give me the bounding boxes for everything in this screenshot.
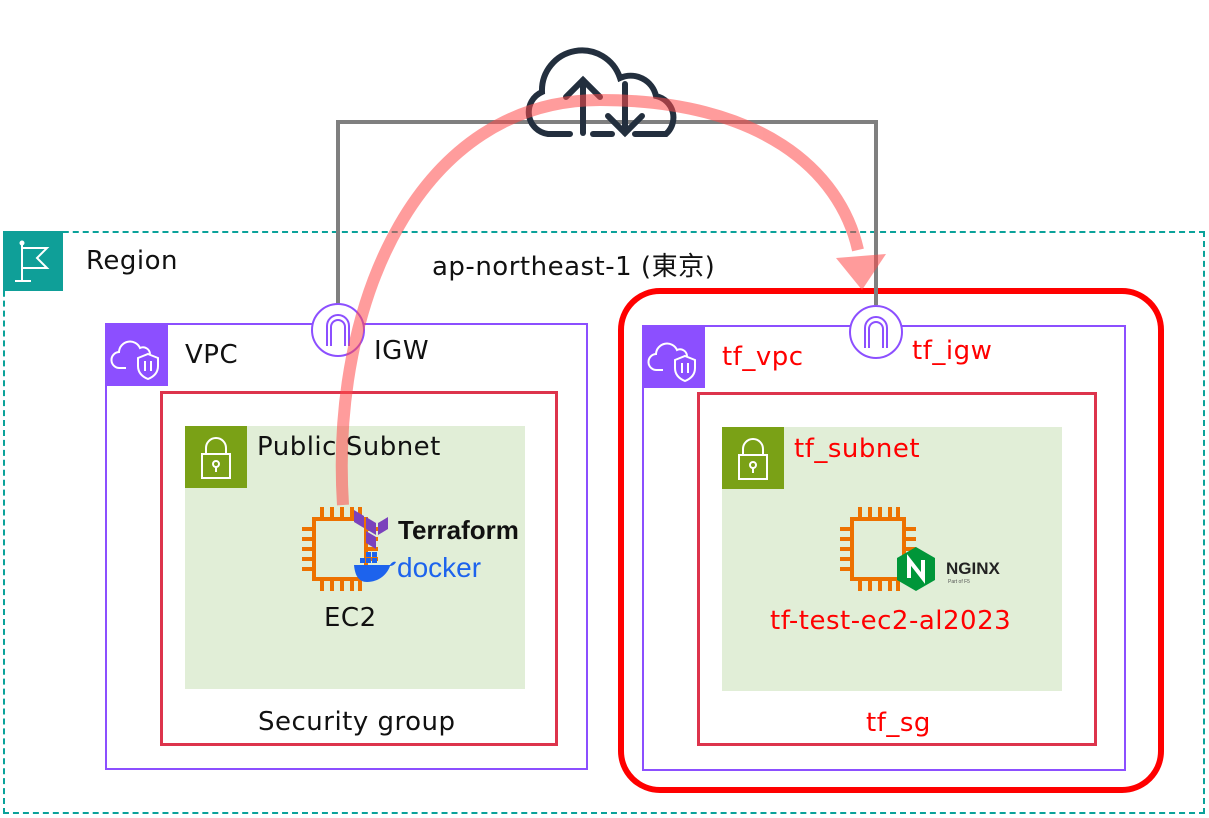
ec2-label: EC2 (324, 603, 377, 633)
subnet-label: Public Subnet (257, 432, 441, 462)
internet-cloud-icon (525, 47, 677, 138)
tf-security-group-container (697, 392, 1097, 746)
tf-subnet-badge (722, 427, 784, 489)
docker-whale-icon (354, 552, 396, 582)
region-label: Region (86, 246, 179, 276)
tf-vpc-label: tf_vpc (722, 342, 804, 372)
lock-icon (201, 437, 231, 479)
vpc-cloud-shield-icon (110, 340, 159, 381)
lock-icon (738, 438, 768, 480)
vpc-badge (106, 324, 168, 386)
nginx-logo-icon (897, 547, 935, 591)
tf-igw-label: tf_igw (912, 336, 993, 366)
tf-subnet-label: tf_subnet (794, 434, 921, 464)
tf-ec2-chip-icon (840, 507, 916, 591)
region-badge (3, 231, 63, 291)
security-group-label: Security group (258, 707, 456, 737)
terraform-logo-icon (354, 510, 388, 549)
subnet-badge (185, 426, 247, 488)
tf-ec2-label: tf-test-ec2-al2023 (770, 606, 1012, 636)
nginx-logo-text: NGINX (946, 559, 1000, 578)
tf-vpc-badge (643, 326, 705, 388)
flag-icon (15, 240, 50, 282)
terraform-highlight-box (618, 288, 1164, 793)
vpc-label: VPC (185, 340, 239, 370)
region-name: ap-northeast-1 (東京) (432, 252, 716, 282)
igw-label: IGW (374, 336, 430, 366)
nginx-logo-subtext: Part of F5 (948, 579, 970, 585)
vpc-cloud-shield-icon (647, 342, 696, 383)
tf-security-group-label: tf_sg (866, 708, 931, 738)
terraform-logo-text: Terraform (398, 515, 519, 545)
docker-logo-text: docker (397, 552, 482, 583)
